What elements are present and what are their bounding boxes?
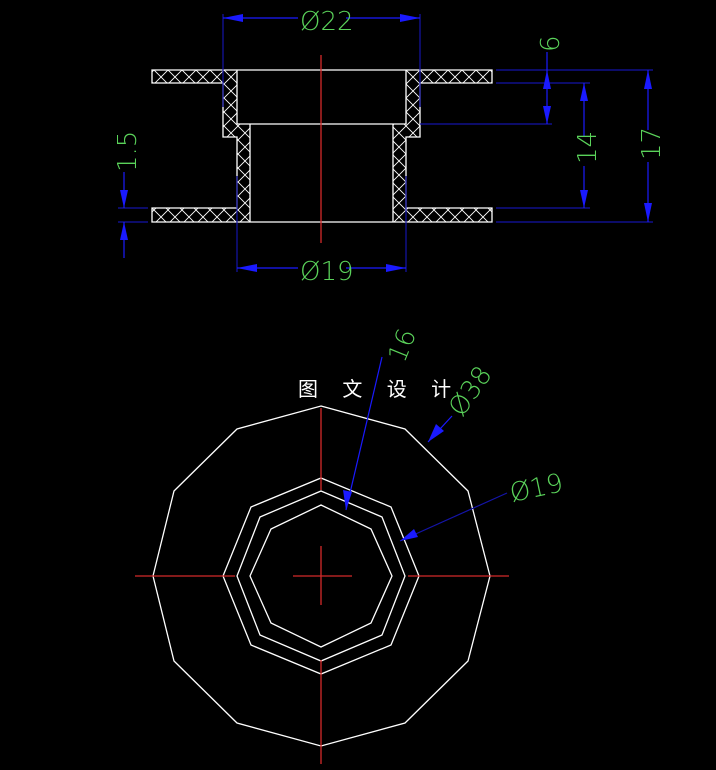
dimension-flange-thickness: 1.5 <box>113 131 148 258</box>
section-view: Ø22 Ø19 6 <box>113 7 667 287</box>
right-extension-lines <box>420 69 653 223</box>
dimension-label-top-diameter: Ø22 <box>300 7 354 37</box>
dimension-overall-height: 17 <box>637 70 667 222</box>
dimension-label-step-depth: 6 <box>536 35 566 52</box>
dimension-label-overall-height: 17 <box>637 127 667 160</box>
section-outline <box>151 69 493 223</box>
dimension-bottom-diameter: Ø19 <box>236 176 407 287</box>
dimension-label-flange-thickness: 1.5 <box>113 131 143 172</box>
dimension-label-bottom-diameter: Ø19 <box>300 257 354 287</box>
dimension-inner-height: 14 <box>573 83 603 208</box>
dimension-wall-width: 16 <box>343 325 423 511</box>
dimension-step-depth: 6 <box>536 35 566 124</box>
plan-centerlines <box>135 408 509 764</box>
dimension-inner-diameter: Ø19 <box>399 468 566 542</box>
watermark-title: 图 文 设 计 <box>298 377 461 401</box>
section-hatching <box>152 70 492 222</box>
dimension-label-inner-height: 14 <box>573 131 603 164</box>
dimension-label-wall-width: 16 <box>383 325 423 367</box>
dimension-top-diameter: Ø22 <box>222 7 421 107</box>
dimension-label-inner-diameter: Ø19 <box>507 468 566 508</box>
inner-ring-octagon <box>249 504 393 648</box>
